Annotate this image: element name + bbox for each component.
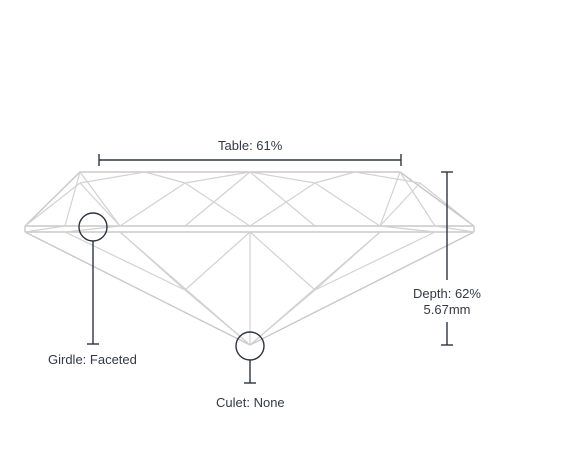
table-width-indicator	[98, 154, 402, 166]
culet-callout	[235, 331, 265, 384]
depth-percent-label: Depth: 62%	[413, 286, 481, 301]
depth-label-group: Depth: 62% 5.67mm	[412, 286, 482, 318]
girdle-marker-circle	[78, 212, 108, 242]
culet-marker-circle	[235, 331, 265, 361]
culet-label: Culet: None	[216, 395, 285, 410]
pavilion-facets	[64, 225, 436, 346]
crown-outline	[24, 171, 475, 227]
depth-mm-label: 5.67mm	[423, 302, 471, 317]
girdle-label: Girdle: Faceted	[48, 352, 137, 367]
depth-indicator	[441, 171, 453, 346]
table-label: Table: 61%	[218, 138, 283, 153]
girdle-callout	[78, 212, 108, 345]
